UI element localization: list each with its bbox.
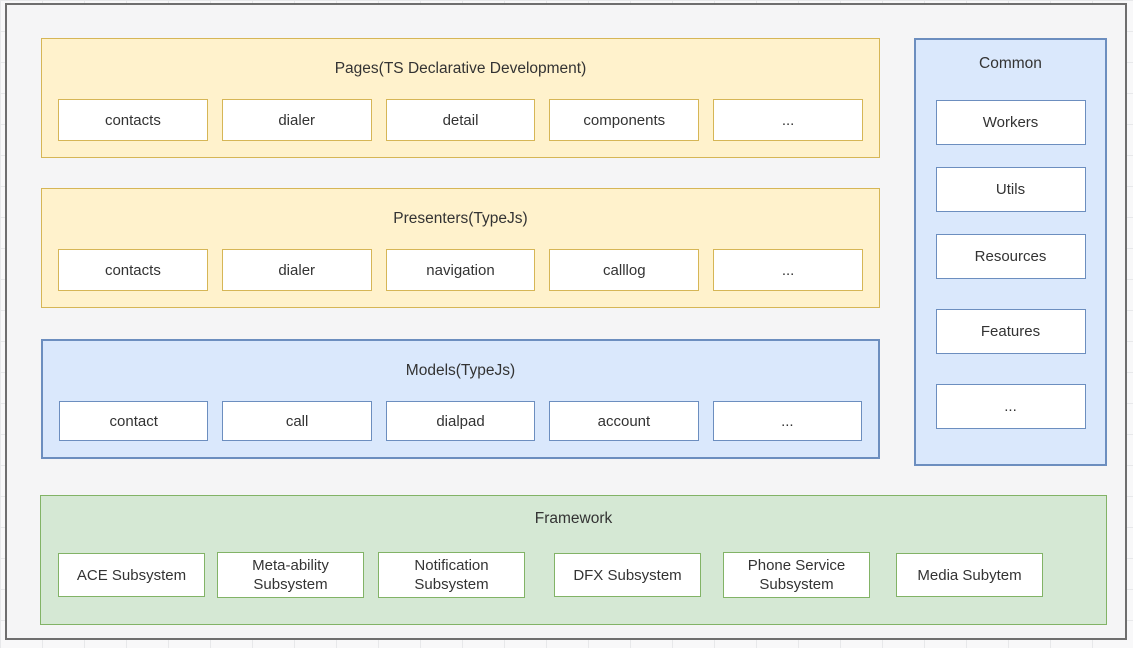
- layer-pages: Pages(TS Declarative Development) contac…: [41, 38, 880, 158]
- models-item: account: [549, 401, 699, 441]
- framework-item: Phone Service Subsystem: [723, 552, 870, 598]
- presenters-item: calllog: [549, 249, 700, 291]
- common-item: Resources: [935, 234, 1086, 279]
- framework-item: Media Subytem: [896, 553, 1043, 597]
- layer-presenters: Presenters(TypeJs) contacts dialer navigat…: [41, 188, 880, 308]
- pages-item: detail: [385, 99, 536, 141]
- models-item: contact: [59, 401, 209, 441]
- layer-pages-title: Pages(TS Declarative Development): [334, 60, 587, 77]
- models-item: ...: [712, 401, 863, 441]
- pages-item: contacts: [58, 99, 208, 141]
- common-item: Workers: [935, 100, 1086, 145]
- models-item: dialpad: [385, 401, 536, 441]
- common-panel-title: Common: [979, 55, 1042, 72]
- framework-panel: Framework ACE Subsystem Meta-ability Subs…: [40, 495, 1107, 625]
- presenters-item: contacts: [58, 249, 208, 291]
- presenters-item: dialer: [221, 249, 372, 291]
- framework-item: DFX Subsystem: [554, 553, 701, 597]
- pages-item: components: [549, 99, 700, 141]
- layer-models-items: contact call dialpad account...: [59, 401, 863, 441]
- models-item: call: [222, 401, 372, 441]
- presenters-item: ...: [713, 249, 863, 291]
- framework-panel-title: Framework: [534, 510, 613, 527]
- layer-models: Models(TypeJs) contact call dialpad account…: [41, 339, 880, 459]
- layer-presenters-title: Presenters(TypeJs): [393, 210, 528, 227]
- framework-items: ACE Subsystem Meta-ability Subsystem Notif…: [41, 548, 1106, 602]
- common-item: ...: [935, 384, 1086, 429]
- common-item: Utils: [935, 167, 1086, 212]
- common-item: Features: [935, 309, 1086, 354]
- layer-presenters-items: contacts dialer navigation calllog...: [58, 249, 863, 291]
- framework-item: Meta-ability Subsystem: [217, 552, 364, 598]
- framework-item: Notification Subsystem: [378, 552, 525, 598]
- framework-item: ACE Subsystem: [58, 553, 205, 597]
- presenters-item: navigation: [385, 249, 536, 291]
- layer-pages-items: contacts dialer detail components...: [58, 99, 863, 141]
- layer-models-title: Models(TypeJs): [405, 362, 516, 379]
- pages-item: dialer: [221, 99, 372, 141]
- pages-item: ...: [713, 99, 863, 141]
- outer-frame: Pages(TS Declarative Development) contac…: [5, 3, 1127, 640]
